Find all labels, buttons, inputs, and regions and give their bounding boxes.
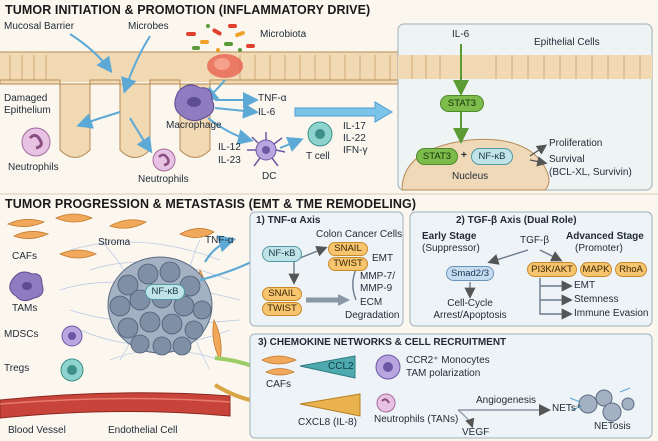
dendritic-cell [247,132,286,167]
il22-label: IL-22 [343,133,366,144]
ifn-gamma-label: IFN-γ [343,145,368,156]
t-cell [307,121,333,147]
mmp7-label: MMP-7/ [360,271,395,282]
immune-evasion-label: Immune Evasion [574,308,649,319]
tnf-section2-label: TNF-α [205,235,234,246]
colon-cancer-label: Colon Cancer Cells [316,229,403,240]
netosis-label: NETosis [594,421,631,432]
twist-node-bottom: TWIST [262,302,302,316]
mdscs-label: MDSCs [4,329,39,340]
neutrophil-left [21,127,51,157]
macrophage-cell [174,84,215,122]
section1-arrows [69,33,304,154]
microbes-label: Microbes [128,21,169,32]
mapk-node: MAPK [580,262,612,277]
vegf-label: VEGF [462,427,490,438]
tans-label: Neutrophils (TANs) [374,414,459,425]
pi3k-node: PI3K/AKT [527,262,577,277]
arrest-label: Arrest/Apoptosis [433,310,507,321]
degradation-label: Degradation [345,310,400,321]
section1-title: TUMOR INITIATION & PROMOTION (INFLAMMATO… [5,3,371,17]
angiogenesis-label: Angiogenesis [476,395,537,406]
tams-label: TAMs [12,303,38,314]
neutrophils-left-label: Neutrophils [8,162,59,173]
damaged-label: Damaged [4,93,48,104]
tumor-nfkb-node: NF-κB [145,284,185,300]
early-stage-label: Early Stage [422,231,477,242]
microbiota-label: Microbiota [260,29,307,40]
chemokine-title: 3) CHEMOKINE NETWORKS & CELL RECRUITMENT [258,337,507,348]
dc-label: DC [262,171,277,182]
mucosal-barrier-label: Mucosal Barrier [4,21,75,32]
nets-cluster [569,387,635,422]
neutrophil-mid [152,148,176,172]
stat3-node-bottom: STAT3 [416,148,458,165]
tam-polarization-label: TAM polarization [406,368,481,379]
chemokine-panel [249,333,653,439]
smad-node: Smad2/3 [446,266,494,281]
caf-cells [6,213,222,362]
blood-vessel-label: Blood Vessel [8,425,66,436]
mdsc-cell [61,325,83,347]
blood-vessel [0,392,231,419]
suppressor-label: (Suppressor) [422,243,480,254]
ccl2-label: CCL2 [328,361,354,372]
tregs-label: Tregs [4,363,30,374]
emt-label-tgf: EMT [574,280,596,291]
endothelial-label: Endothelial Cell [108,425,178,436]
epithelial-cells-panel [397,23,653,191]
macrophage-label: Macrophage [166,120,222,131]
snail-node-bottom: SNAIL [262,287,302,301]
survival-label: Survival [549,154,585,165]
snail-node-top: SNAIL [328,242,368,256]
treg-cell [60,358,84,382]
section2-title: TUMOR PROGRESSION & METASTASIS (EMT & TM… [5,197,417,211]
nets-label: NETs⁺ [552,403,582,414]
il23-label: IL-23 [218,155,241,166]
il6-label: IL-6 [258,107,276,118]
emt-label-tnf: EMT [372,253,394,264]
plus-sign: + [461,150,467,161]
il12-label: IL-12 [218,142,241,153]
rhoa-node: RhoA [615,262,647,277]
advanced-stage-label: Advanced Stage [566,231,644,242]
tnf-alpha-label: TNF-α [258,93,287,104]
ccr2-monocytes-label: CCR2⁺ Monocytes [406,355,490,366]
twist-node-top: TWIST [328,257,368,271]
stroma-label: Stroma [98,237,131,248]
tgfb-label: TGF-β [520,235,550,246]
bcl-label: (BCL-XL, Survivin) [549,167,632,178]
proliferation-label: Proliferation [549,138,603,149]
cafs-chemokine-label: CAFs [266,379,291,390]
epithelium-label: Epithelium [4,105,51,116]
neutrophils-mid-label: Neutrophils [138,174,189,185]
cafs-label: CAFs [12,251,37,262]
nucleus-label: Nucleus [452,171,489,182]
stat3-node-top: STAT3 [440,95,484,112]
tcell-label: T cell [306,151,330,162]
ccl2-gradient [299,355,356,379]
tnf-nfkb-node: NF-κB [262,246,302,262]
tan-cell [376,393,396,413]
tam-cell [9,271,44,302]
cell-cycle-label: Cell-Cycle [447,298,493,309]
epi-il6-label: IL-6 [452,29,470,40]
promoter-label: (Promoter) [575,243,623,254]
outcome-arrows [529,144,548,167]
big-arrow-to-epithelial [294,101,393,123]
tnf-axis-title: 1) TNF-α Axis [256,215,321,226]
tgf-axis-title: 2) TGF-β Axis (Dual Role) [456,215,577,226]
il17-label: IL-17 [343,121,366,132]
mmp9-label: MMP-9 [360,283,393,294]
cxcl8-label: CXCL8 (IL-8) [298,417,357,428]
epithelial-cells-label: Epithelial Cells [534,37,600,48]
nfkb-node-epi: NF-κB [471,148,513,165]
damaged-barrier [207,54,243,78]
stemness-label: Stemness [574,294,619,305]
cxcl8-gradient [299,393,361,417]
microbiota-cluster [186,24,255,52]
ecm-label: ECM [360,297,383,308]
